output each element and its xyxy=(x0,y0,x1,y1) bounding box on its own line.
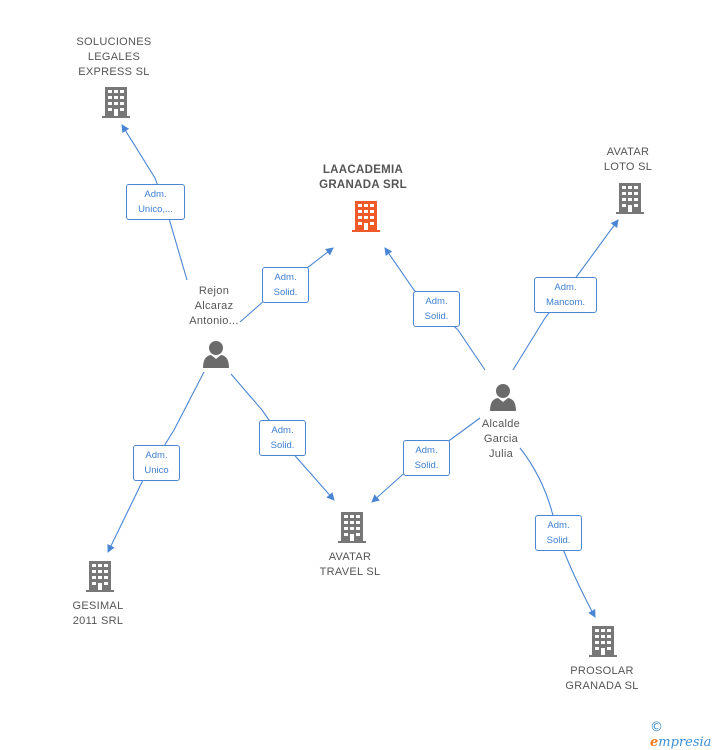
node-alcalde-garcia[interactable]: Alcalde Garcia Julia xyxy=(464,417,538,462)
building-icon[interactable] xyxy=(102,87,130,118)
node-label-line: GESIMAL xyxy=(72,600,124,612)
relation-label-line: Adm. xyxy=(274,272,297,283)
relation-label-line: Unico xyxy=(144,465,169,476)
relation-label-line: Adm. xyxy=(425,296,448,307)
brand-logo[interactable]: © empresia xyxy=(650,720,728,750)
building-icon[interactable] xyxy=(352,201,380,232)
node-prosolar-granada[interactable]: PROSOLAR GRANADA SL xyxy=(556,664,648,694)
building-icon[interactable] xyxy=(589,626,617,657)
relation-label-line: Adm. xyxy=(144,189,167,200)
relation-label-line: Adm. xyxy=(554,282,577,293)
node-label-line: Antonio... xyxy=(189,315,239,327)
relation-label-line: Adm. xyxy=(145,450,168,461)
node-label-line: Julia xyxy=(488,448,514,460)
person-icon[interactable] xyxy=(490,384,516,411)
relation-label-line: Solid. xyxy=(424,311,449,322)
node-label-line: Alcaraz xyxy=(194,300,234,312)
relation-label-line: Solid. xyxy=(273,287,298,298)
node-label-line: AVATAR xyxy=(328,551,372,563)
node-rejon-alcaraz[interactable]: Rejon Alcaraz Antonio... xyxy=(175,284,253,329)
relation-label-line: Adm. xyxy=(547,520,570,531)
relation-label-line: Mancom. xyxy=(545,297,586,308)
relation-label-line: Adm. xyxy=(415,445,438,456)
node-label-line: 2011 SRL xyxy=(72,615,124,627)
node-label-line: Rejon xyxy=(198,285,230,297)
node-label-line: TRAVEL SL xyxy=(319,566,381,578)
building-icon[interactable] xyxy=(86,561,114,592)
node-label-line: SOLUCIONES xyxy=(76,36,152,48)
node-label-line: GRANADA SL xyxy=(565,680,639,692)
relation-label[interactable]: Adm. Solid. xyxy=(413,291,460,327)
node-laacademia-granada[interactable]: LAACADEMIA GRANADA SRL xyxy=(310,163,416,193)
node-label-line: LEGALES xyxy=(87,51,141,63)
copyright-icon: © xyxy=(650,720,663,735)
relation-label-line: Unico,... xyxy=(138,204,173,215)
node-label-line: Garcia xyxy=(483,433,519,445)
node-label-line: GRANADA SRL xyxy=(319,179,407,191)
node-label-line: EXPRESS SL xyxy=(78,66,150,78)
relation-label[interactable]: Adm. Mancom. xyxy=(534,277,597,313)
brand-name: mpresia xyxy=(658,735,712,750)
relation-label-line: Solid. xyxy=(546,535,571,546)
node-label-line: AVATAR xyxy=(606,146,650,158)
relation-label[interactable]: Adm. Unico xyxy=(133,445,180,481)
relation-label-line: Solid. xyxy=(414,460,439,471)
relation-label[interactable]: Adm. Unico,... xyxy=(126,184,185,220)
relation-label-line: Solid. xyxy=(270,440,295,451)
node-avatar-loto[interactable]: AVATAR LOTO SL xyxy=(590,145,666,175)
building-icon[interactable] xyxy=(338,512,366,543)
relation-label[interactable]: Adm. Solid. xyxy=(403,440,450,476)
node-label-line: LAACADEMIA xyxy=(322,164,404,176)
node-avatar-travel[interactable]: AVATAR TRAVEL SL xyxy=(312,550,388,580)
node-label-line: LOTO SL xyxy=(603,161,653,173)
relation-label-line: Adm. xyxy=(271,425,294,436)
relation-label[interactable]: Adm. Solid. xyxy=(262,267,309,303)
node-soluciones-legales[interactable]: SOLUCIONES LEGALES EXPRESS SL xyxy=(64,35,164,80)
person-icon[interactable] xyxy=(203,341,229,368)
node-label-line: Alcalde xyxy=(481,418,521,430)
relation-label[interactable]: Adm. Solid. xyxy=(535,515,582,551)
relation-label[interactable]: Adm. Solid. xyxy=(259,420,306,456)
node-label-line: PROSOLAR xyxy=(570,665,634,677)
building-icon[interactable] xyxy=(616,183,644,214)
node-gesimal[interactable]: GESIMAL 2011 SRL xyxy=(60,599,136,629)
